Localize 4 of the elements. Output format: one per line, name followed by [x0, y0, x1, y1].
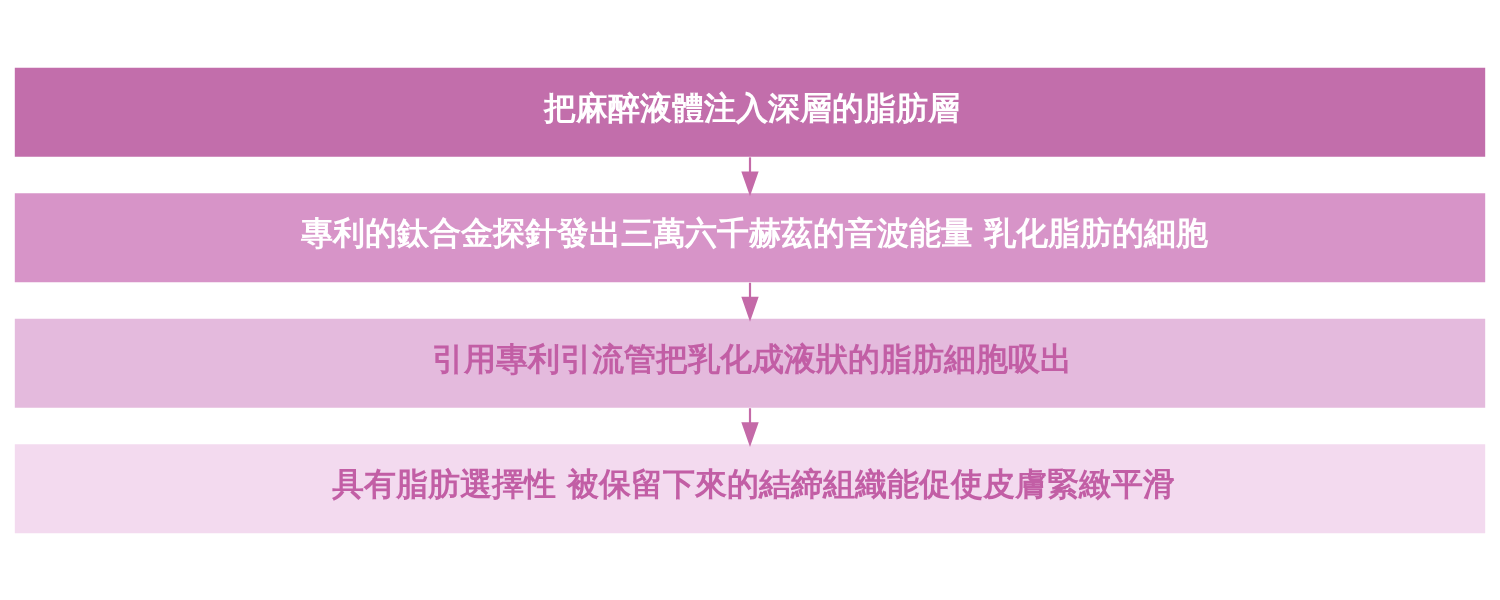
node-box: 引用專利引流管把乳化成液狀的脂肪細胞吸出: [14, 318, 1486, 408]
node-box: 專利的鈦合金探針發出三萬六千赫茲的音波能量 乳化脂肪的細胞: [14, 192, 1486, 282]
node-box: 把麻醉液體注入深層的脂肪層: [14, 67, 1486, 157]
node-box: 具有脂肪選擇性 被保留下來的結締組織能促使皮膚緊緻平滑: [14, 443, 1486, 533]
